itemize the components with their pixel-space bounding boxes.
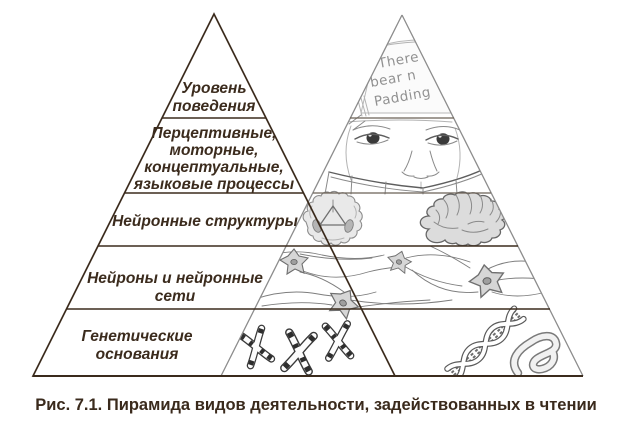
- chromosome-3: [325, 324, 350, 358]
- level-5-label-line-2: основания: [96, 346, 179, 363]
- neuron-network-sketch: [251, 245, 550, 323]
- open-book-sketch: [324, 165, 495, 195]
- level-1-label-line-1: Уровень: [181, 80, 246, 97]
- handwriting-line-1: There: [376, 49, 420, 72]
- chromosomes-sketch: [241, 324, 351, 372]
- brain-lateral-view-sketch: [419, 191, 507, 247]
- illustration-layer: There bear n Padding: [241, 39, 561, 376]
- pyramid-level-labels: Уровень поведения Перцептивные, моторные…: [81, 80, 297, 363]
- level-1-label-line-2: поведения: [173, 98, 256, 115]
- level-4-label-line-2: сети: [155, 288, 196, 305]
- child-reading-face-sketch: [324, 114, 495, 195]
- left-eye-sketch: [352, 125, 391, 145]
- brain-coronal-section-sketch: [302, 190, 363, 246]
- chromatin-strand-sketch: [509, 331, 561, 376]
- figure-caption: Рис. 7.1. Пирамида видов деятельности, з…: [35, 396, 596, 414]
- right-pyramid-outline: [220, 14, 584, 377]
- level-4-label-line-1: Нейроны и нейронные: [87, 270, 263, 287]
- handwriting-line-2: bear n: [369, 67, 418, 91]
- level-2-label-line-4: языковые процессы: [133, 176, 294, 193]
- right-eye-sketch: [425, 126, 461, 146]
- neuron-2: [384, 247, 414, 276]
- neuron-3: [466, 261, 508, 300]
- nose-sketch: [401, 150, 440, 190]
- chromosome-1: [241, 328, 272, 365]
- level-5-label-line-1: Генетические: [81, 328, 192, 345]
- right-pyramid-right-edge: [401, 14, 584, 377]
- dna-double-helix-sketch: [444, 305, 527, 376]
- level-2-label-line-2: моторные,: [170, 142, 259, 159]
- right-pyramid-left-edge: [220, 14, 403, 377]
- left-pyramid-outline: [31, 12, 397, 377]
- level-3-label-line-1: Нейронные структуры: [112, 213, 298, 230]
- storybook-page-sketch: There bear n Padding: [357, 39, 459, 117]
- chromosome-2: [284, 333, 313, 372]
- level-2-label-line-3: концептуальные,: [144, 159, 283, 176]
- level-2-label-line-1: Перцептивные,: [152, 125, 277, 142]
